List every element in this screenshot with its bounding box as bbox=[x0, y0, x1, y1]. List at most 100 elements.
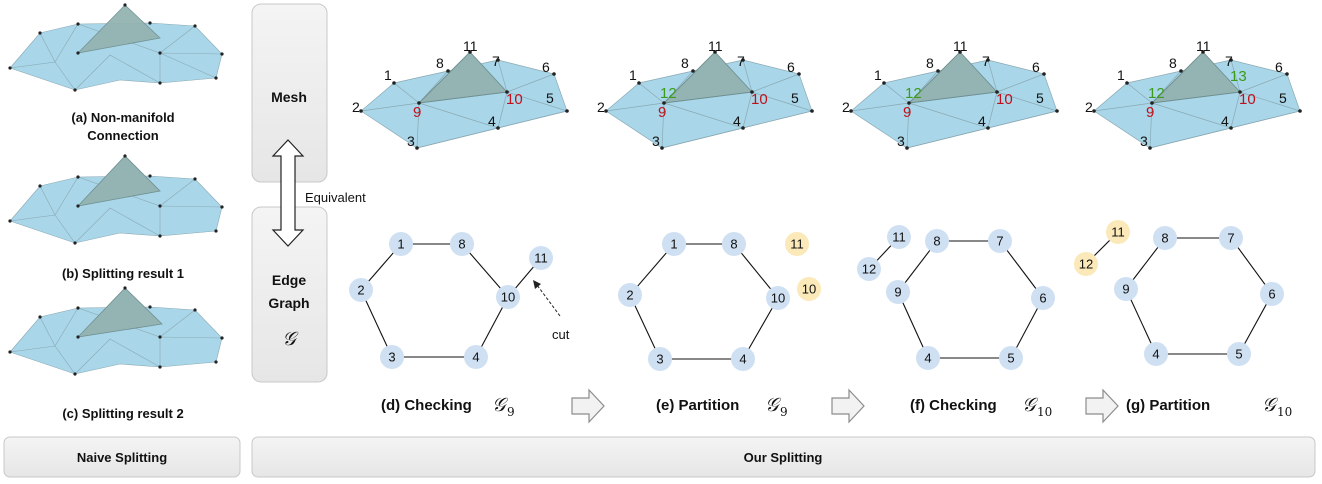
mesh-label-4: 4 bbox=[1221, 113, 1229, 129]
mesh-edge bbox=[416, 102, 420, 149]
graph-label: Graph bbox=[268, 295, 309, 311]
mesh-vertex bbox=[660, 146, 664, 150]
graph-node-1: 1 bbox=[389, 232, 413, 256]
mesh-label-5: 5 bbox=[1279, 90, 1287, 106]
svg-text:11: 11 bbox=[892, 230, 906, 245]
graph-node-7: 7 bbox=[988, 229, 1012, 253]
graph-node-4: 4 bbox=[916, 346, 940, 370]
step-caption-d: (d) Checking 𝒢 9 bbox=[381, 394, 515, 419]
mesh-label-4: 4 bbox=[488, 113, 496, 129]
mesh-label-1: 1 bbox=[874, 67, 882, 83]
cut-arrow bbox=[536, 284, 561, 317]
mesh-vertex bbox=[1238, 90, 1242, 94]
svg-text:6: 6 bbox=[1039, 291, 1046, 306]
mesh-edge bbox=[1230, 110, 1301, 129]
graph-node-4: 4 bbox=[731, 347, 755, 371]
graph-node-8: 8 bbox=[722, 232, 746, 256]
mesh-label-11: 11 bbox=[708, 38, 723, 54]
mesh-label-9: 9 bbox=[658, 104, 666, 121]
mesh-vertex bbox=[468, 50, 472, 54]
step-e-symbol: 𝒢 bbox=[765, 394, 782, 416]
graph-node-3: 3 bbox=[380, 345, 404, 369]
mesh-vertex bbox=[417, 101, 421, 105]
svg-text:9: 9 bbox=[1122, 282, 1129, 297]
step-f-label: (f) Checking bbox=[910, 397, 997, 414]
mesh-label-9: 9 bbox=[1146, 104, 1154, 121]
mesh-label-6: 6 bbox=[1032, 59, 1040, 75]
mesh-edge bbox=[416, 127, 499, 149]
mesh-vertex bbox=[1298, 109, 1302, 113]
mesh-label-8: 8 bbox=[436, 55, 444, 71]
mesh-label-8: 8 bbox=[681, 55, 689, 71]
mesh-vertex bbox=[565, 109, 569, 113]
naive-mesh-a bbox=[8, 3, 224, 92]
graph-node-6: 6 bbox=[1260, 282, 1284, 306]
mesh-edge bbox=[996, 91, 1058, 112]
mesh-edge bbox=[605, 102, 665, 112]
mesh-label-6: 6 bbox=[542, 59, 550, 75]
mesh-edge bbox=[663, 102, 744, 129]
mesh-label-12: 12 bbox=[660, 85, 677, 102]
svg-text:3: 3 bbox=[388, 350, 395, 365]
step-caption-g: (g) Partition 𝒢 10 bbox=[1126, 394, 1292, 419]
mesh-edge bbox=[1230, 59, 1241, 93]
svg-text:9: 9 bbox=[894, 285, 901, 300]
mesh-vertex bbox=[995, 90, 999, 94]
non-manifold-triangle bbox=[907, 51, 998, 104]
mesh-edge bbox=[418, 102, 499, 129]
mesh-label-4: 4 bbox=[733, 113, 741, 129]
graph-node-12: 12 bbox=[857, 257, 881, 281]
mesh-vertex bbox=[986, 126, 990, 130]
svg-text:1: 1 bbox=[397, 237, 404, 252]
mesh-vertex bbox=[936, 69, 940, 73]
step-d-symbol: 𝒢 bbox=[492, 394, 509, 416]
naive-mesh-b bbox=[8, 154, 224, 245]
graph-node-11: 11 bbox=[887, 225, 911, 249]
mesh-edge bbox=[987, 59, 998, 93]
step-caption-e: (e) Partition 𝒢 9 bbox=[656, 394, 788, 419]
graph-node-9: 9 bbox=[1114, 277, 1138, 301]
non-manifold-triangle bbox=[1150, 51, 1241, 104]
mesh-edge bbox=[906, 102, 910, 149]
mesh-label-5: 5 bbox=[546, 90, 554, 106]
svg-text:12: 12 bbox=[1079, 257, 1093, 272]
step-g-label: (g) Partition bbox=[1126, 397, 1210, 414]
mesh-edge bbox=[1126, 82, 1153, 104]
mesh-vertex bbox=[359, 109, 363, 113]
mesh-vertex bbox=[1201, 50, 1205, 54]
mesh-label-8: 8 bbox=[1169, 55, 1177, 71]
graph-node-10: 10 bbox=[766, 286, 790, 310]
mesh-label-10: 10 bbox=[1239, 91, 1256, 108]
mesh-label-6: 6 bbox=[787, 59, 795, 75]
mesh-vertex bbox=[1150, 101, 1154, 105]
svg-text:11: 11 bbox=[1111, 225, 1125, 240]
mesh-edge bbox=[742, 91, 753, 129]
our-meshes: 1234567811910123456781191012123456781191… bbox=[352, 38, 1302, 150]
svg-text:11: 11 bbox=[790, 237, 804, 252]
equivalent-label: Equivalent bbox=[305, 190, 366, 205]
mesh-label-2: 2 bbox=[597, 99, 605, 115]
svg-text:4: 4 bbox=[1152, 347, 1159, 362]
step-arrow-2 bbox=[1085, 388, 1119, 424]
mesh-edge bbox=[908, 102, 989, 129]
svg-text:8: 8 bbox=[933, 234, 940, 249]
mesh-edge bbox=[497, 59, 508, 93]
mesh-vertex bbox=[662, 101, 666, 105]
caption-b: (b) Splitting result 1 bbox=[62, 266, 184, 281]
mesh-edge bbox=[1149, 127, 1232, 149]
step-arrow-1 bbox=[831, 388, 865, 424]
mesh-edge bbox=[1239, 73, 1288, 93]
mesh-vertex bbox=[392, 81, 396, 85]
mesh-edge bbox=[506, 91, 568, 112]
mesh-edge bbox=[850, 102, 910, 112]
cut-label: cut bbox=[552, 327, 570, 342]
mesh-vertex bbox=[604, 109, 608, 113]
step-g-sub: 10 bbox=[1277, 405, 1292, 419]
graph-node-2: 2 bbox=[349, 278, 373, 302]
